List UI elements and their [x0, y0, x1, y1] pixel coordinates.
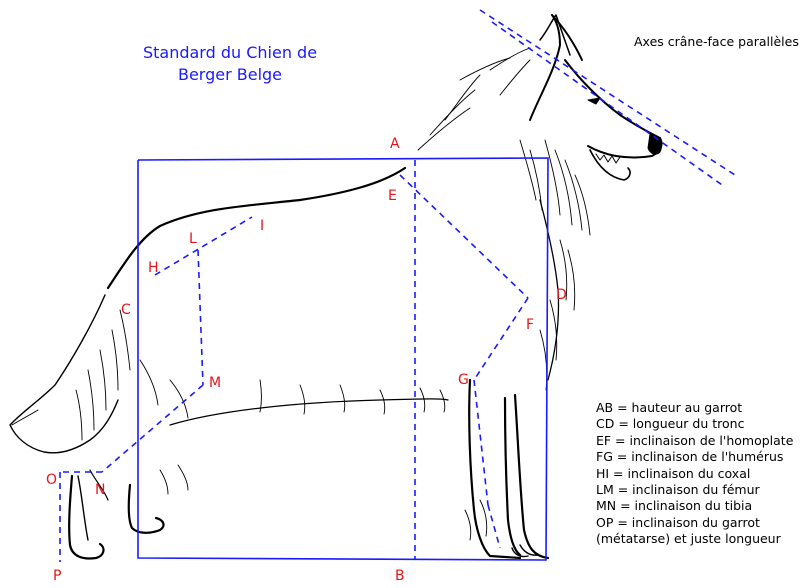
legend-item: FG = inclinaison de l'humérus — [596, 449, 784, 465]
label-g: G — [458, 372, 469, 388]
label-o: O — [46, 472, 57, 488]
line-ef — [399, 174, 529, 299]
legend: AB = hauteur au garrot CD = longueur du … — [596, 400, 793, 548]
legend-item: MN = inclinaison du tibia — [596, 498, 753, 514]
frame-outline — [137, 157, 549, 561]
page-title: Standard du Chien de Berger Belge — [120, 42, 340, 86]
line-g-leg — [473, 379, 489, 506]
label-i: I — [260, 218, 264, 234]
legend-item: EF = inclinaison de l'homoplate — [596, 432, 794, 448]
line-lm — [197, 249, 204, 386]
line-g-foot — [487, 504, 501, 549]
legend-item: CD = longueur du tronc — [596, 416, 745, 432]
label-f: F — [526, 317, 534, 333]
legend-item: (métatarse) et juste longueur — [596, 531, 781, 547]
legend-item: OP = inclinaison du garrot — [596, 514, 760, 530]
line-mn — [101, 384, 204, 473]
title-line-1: Standard du Chien de — [142, 43, 318, 62]
label-p: P — [53, 568, 61, 584]
label-m: M — [209, 375, 221, 391]
label-c: C — [121, 302, 131, 318]
label-a: A — [390, 136, 400, 152]
point-labels: A B C D E F G H I L M N O P — [46, 136, 567, 584]
axes-note: Axes crâne-face parallèles — [634, 34, 799, 49]
axis-skull — [479, 9, 736, 176]
line-hi — [154, 216, 253, 276]
dog-silhouette — [9, 14, 663, 560]
line-fg — [473, 297, 529, 381]
legend-item: HI = inclinaison du coxal — [596, 465, 751, 481]
title-line-2: Berger Belge — [177, 65, 283, 84]
measurement-lines — [59, 9, 736, 562]
label-e: E — [388, 188, 397, 204]
legend-item: AB = hauteur au garrot — [596, 400, 743, 415]
label-d: D — [556, 287, 567, 303]
label-l: L — [189, 231, 197, 247]
label-n: N — [95, 482, 105, 498]
label-h: H — [148, 260, 159, 276]
legend-item: LM = inclinaison du fémur — [596, 481, 760, 497]
axis-face — [491, 21, 726, 188]
label-b: B — [395, 568, 405, 584]
